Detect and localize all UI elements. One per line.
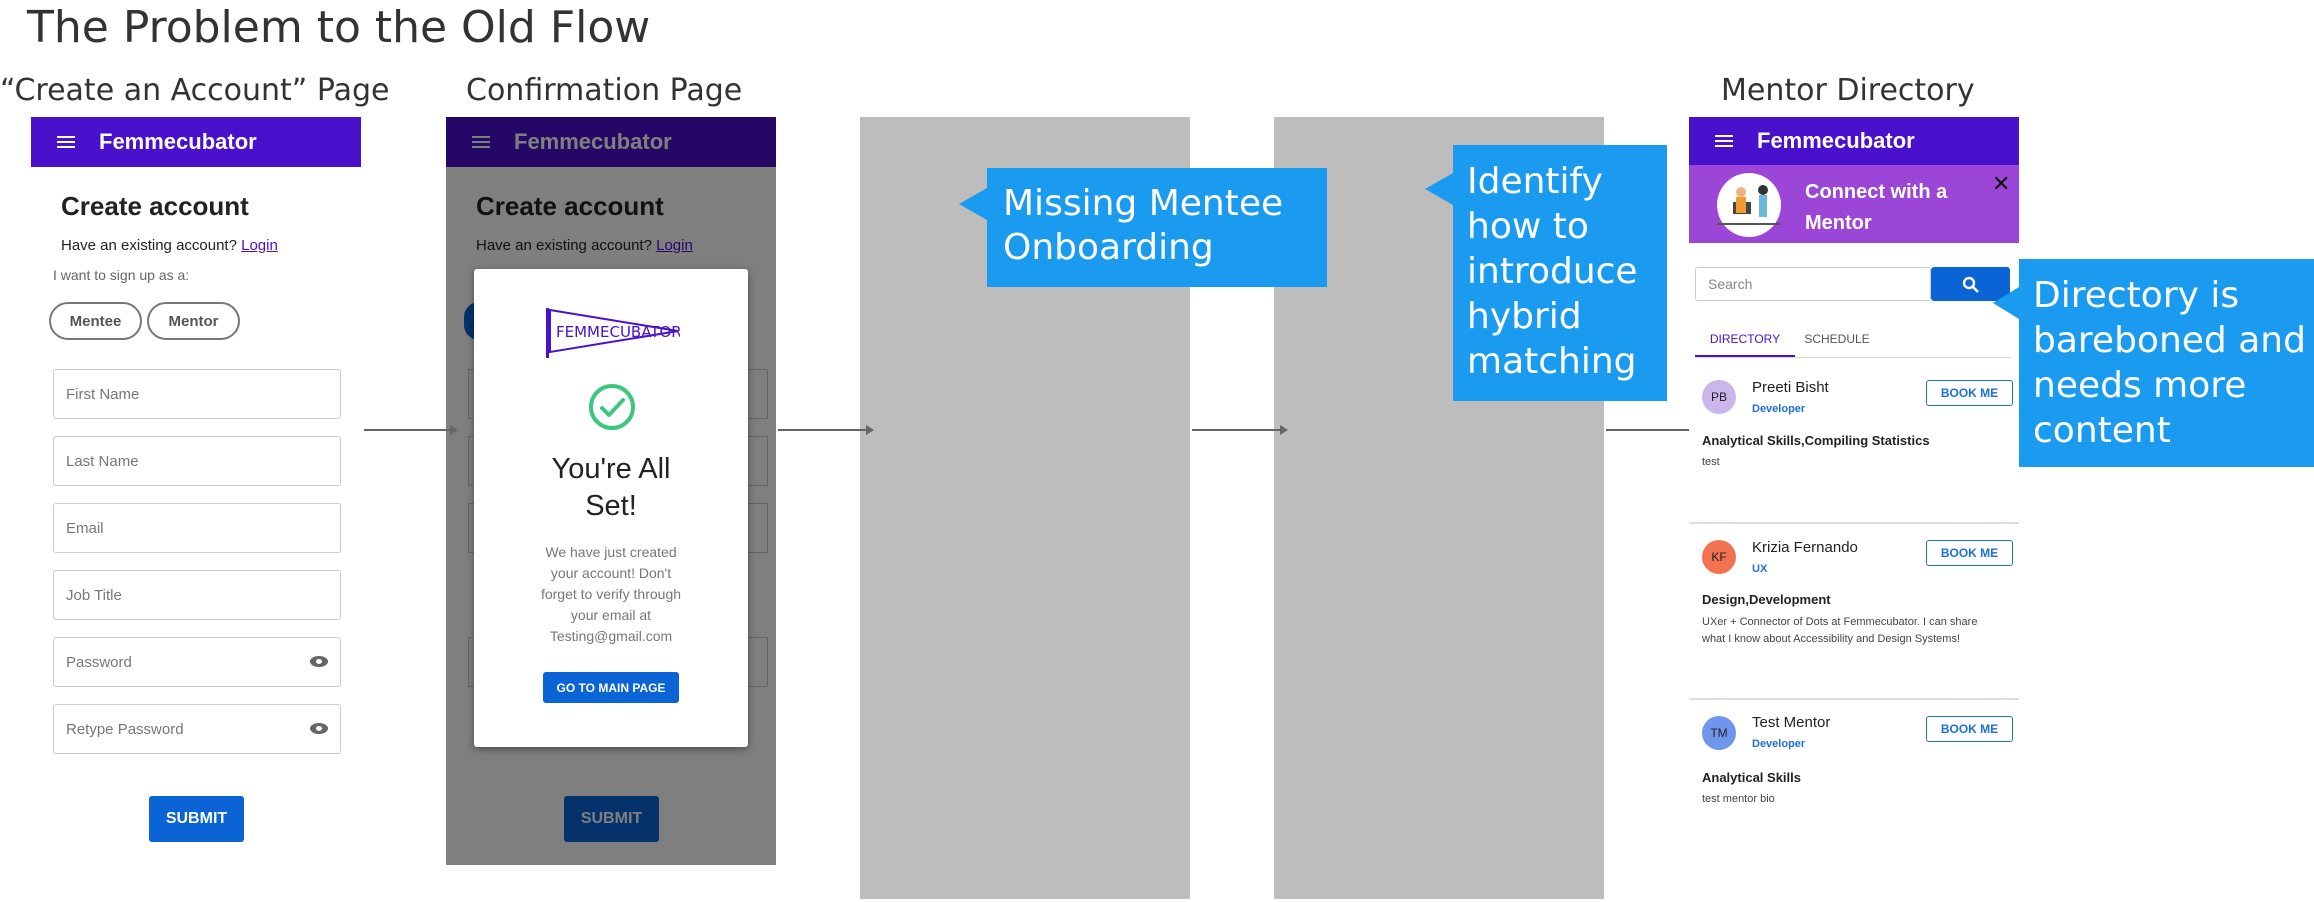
flow-arrow [1192, 425, 1288, 435]
missing-onboarding-callout: Missing Mentee Onboarding [959, 168, 1327, 287]
search-icon [1962, 276, 1979, 293]
last-name-field[interactable]: Last Name [53, 436, 341, 486]
brand-name: Femmecubator [1757, 128, 1915, 153]
mentee-role-button[interactable]: Mentee [49, 302, 142, 340]
callout-text: Identify how to introduce hybrid matchin… [1467, 161, 1638, 382]
flow-arrow [1606, 425, 1702, 435]
avatar: TM [1702, 716, 1736, 750]
existing-account-prefix: Have an existing account? [61, 237, 237, 254]
card-divider [1689, 522, 2019, 524]
mentor-name: Preeti Bisht [1752, 379, 1829, 396]
modal-message: We have just created your account! Don't… [540, 544, 682, 644]
flow-arrow [778, 425, 874, 435]
submit-button[interactable]: SUBMIT [149, 796, 244, 842]
section-label-create-account: “Create an Account” Page [0, 73, 390, 108]
check-circle-icon [588, 383, 636, 436]
callout-pointer [959, 188, 987, 220]
callout-text: Missing Mentee Onboarding [1003, 183, 1284, 268]
email-placeholder: Email [66, 520, 104, 537]
menu-icon[interactable] [57, 136, 75, 148]
mentor-skills: Analytical Skills,Compiling Statistics [1702, 433, 1930, 448]
eye-icon[interactable] [310, 656, 328, 667]
retype-password-field[interactable]: Retype Password [53, 704, 341, 754]
book-me-button[interactable]: BOOK ME [1926, 380, 2013, 406]
book-me-button[interactable]: BOOK ME [1926, 716, 2013, 742]
banner-text: Connect with a Mentor [1805, 181, 1948, 234]
mentor-role: Developer [1752, 403, 1806, 415]
mentor-bio: test [1702, 456, 1720, 468]
search-placeholder: Search [1708, 276, 1753, 292]
logo-text: FEMMECUBATOR [556, 323, 680, 341]
mentor-skills: Design,Development [1702, 592, 1831, 607]
mentor-bio: test mentor bio [1702, 793, 1775, 805]
menu-icon[interactable] [1715, 135, 1733, 147]
existing-account-text: Have an existing account? Login [61, 237, 278, 254]
mentor-name: Krizia Fernando [1752, 539, 1858, 556]
mentor-skills: Analytical Skills [1702, 770, 1801, 785]
mentor-card[interactable]: PB Preeti Bisht Developer BOOK ME Analyt… [1689, 369, 2019, 487]
mentor-card[interactable]: KF Krizia Fernando UX BOOK ME Design,Dev… [1689, 528, 2019, 693]
job-title-field[interactable]: Job Title [53, 570, 341, 620]
modal-title: You're All Set! [551, 453, 671, 522]
card-divider [1689, 698, 2019, 700]
mentor-role: Developer [1752, 738, 1806, 750]
mentor-role: UX [1752, 563, 1768, 575]
email-field[interactable]: Email [53, 503, 341, 553]
go-to-main-page-button[interactable]: GO TO MAIN PAGE [543, 672, 679, 703]
app-bar: Femmecubator [31, 117, 361, 167]
avatar: KF [1702, 540, 1736, 574]
mentor-role-button[interactable]: Mentor [147, 302, 240, 340]
create-account-screen: Femmecubator Create account Have an exis… [31, 117, 361, 857]
mentor-card[interactable]: TM Test Mentor Developer BOOK ME Analyti… [1689, 704, 2019, 834]
confirmation-screen: Femmecubator Create account Have an exis… [446, 117, 776, 865]
eye-icon[interactable] [310, 723, 328, 734]
password-placeholder: Password [66, 654, 132, 671]
signup-as-label: I want to sign up as a: [53, 267, 190, 283]
close-icon[interactable]: ✕ [1992, 171, 2011, 196]
confirmation-modal: FEMMECUBATOR You're All Set! We have jus… [474, 269, 748, 747]
book-me-button[interactable]: BOOK ME [1926, 540, 2013, 566]
page-title: The Problem to the Old Flow [27, 2, 651, 53]
directory-callout: Directory is bareboned and needs more co… [1993, 259, 2314, 467]
search-input[interactable]: Search [1695, 267, 1931, 301]
mentor-directory-screen: Femmecubator Connect with a Mentor ✕ Sea… [1689, 117, 2019, 857]
hybrid-matching-callout: Identify how to introduce hybrid matchin… [1425, 145, 1667, 401]
password-field[interactable]: Password [53, 637, 341, 687]
tab-schedule[interactable]: SCHEDULE [1804, 332, 1870, 346]
mentor-name: Test Mentor [1752, 714, 1831, 731]
section-label-confirmation: Confirmation Page [466, 73, 743, 108]
mentor-bio: UXer + Connector of Dots at Femmecubator… [1702, 616, 1978, 645]
femmecubator-logo: FEMMECUBATOR [544, 304, 682, 365]
avatar: PB [1702, 380, 1736, 414]
callout-text: Directory is bareboned and needs more co… [2033, 275, 2306, 451]
brand-name: Femmecubator [99, 129, 257, 154]
first-name-placeholder: First Name [66, 386, 140, 403]
login-link[interactable]: Login [241, 237, 278, 254]
connect-banner: Connect with a Mentor ✕ [1689, 165, 2019, 243]
section-label-mentor-directory: Mentor Directory [1721, 73, 1975, 108]
tab-directory[interactable]: DIRECTORY [1695, 325, 1795, 357]
last-name-placeholder: Last Name [66, 453, 139, 470]
job-title-placeholder: Job Title [66, 587, 122, 604]
callout-pointer [1425, 173, 1453, 205]
mentor-illustration-icon [1707, 172, 1791, 243]
callout-pointer [1993, 287, 2019, 319]
retype-password-placeholder: Retype Password [66, 721, 184, 738]
flow-arrow [364, 425, 458, 435]
app-bar: Femmecubator [1689, 117, 2019, 165]
first-name-field[interactable]: First Name [53, 369, 341, 419]
create-account-heading: Create account [61, 191, 249, 221]
tab-divider [1695, 357, 2011, 358]
